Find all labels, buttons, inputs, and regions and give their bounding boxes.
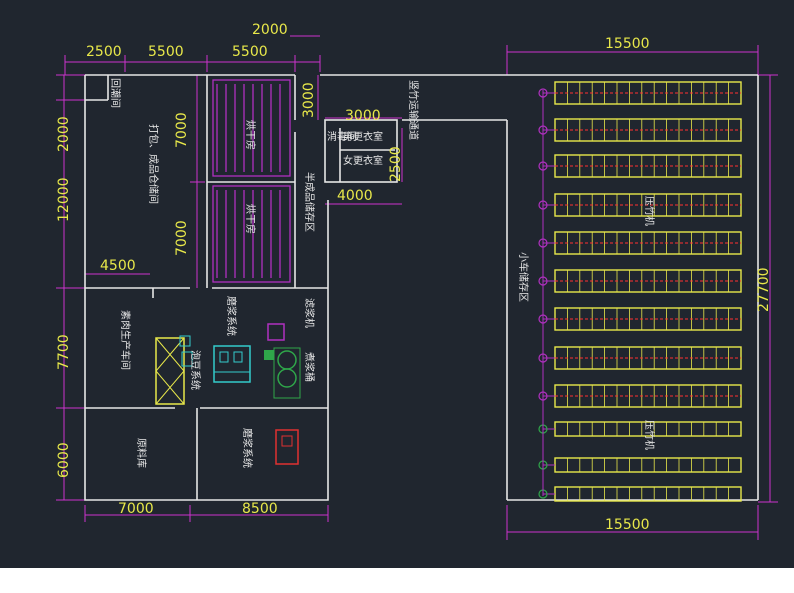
dim-inner-7000-b: 7000 [174, 220, 190, 256]
dim-left-6000: 6000 [56, 442, 72, 478]
rack-row [538, 154, 742, 178]
label-drying-2: 烘干房 [244, 204, 257, 234]
dim-inner-4500: 4500 [100, 258, 136, 274]
label-raw-store: 原料库 [135, 438, 148, 468]
rack-array [538, 81, 742, 502]
dim-right-27700: 27700 [756, 267, 772, 312]
rack-row [538, 486, 742, 502]
rack-row [538, 231, 742, 255]
label-filter: 滤浆机 [303, 298, 316, 328]
label-cart-storage: 小车储存区 [517, 252, 530, 302]
label-boil: 煮浆桶 [303, 352, 316, 382]
room-labels: 回潮间 打包、成品仓储间 烘干房 烘干房 半成品储存区 竖竹运输通道 消毒间 男… [109, 78, 656, 468]
drying-racks [212, 79, 291, 283]
dim-bottom-7000: 7000 [118, 501, 154, 517]
label-restroom: 回潮间 [109, 78, 122, 108]
walls [84, 74, 759, 501]
label-sauce-line: 素肉生产车间 [119, 310, 132, 370]
label-forming-machine: 压竹机 [643, 196, 656, 226]
dim-top-5500-b: 5500 [232, 44, 268, 60]
dim-bottom-8500: 8500 [242, 501, 278, 517]
rack-row [538, 269, 742, 293]
rack-row [538, 307, 742, 331]
floor-plan-drawing: 2000 2500 5500 5500 2000 12000 7700 6000… [56, 22, 778, 540]
dim-right-top-15500: 15500 [605, 36, 650, 52]
label-disinfect: 消毒间 [327, 130, 357, 143]
label-packing: 打包、成品仓储间 [147, 124, 160, 204]
label-semi-storage: 半成品储存区 [303, 172, 316, 232]
dim-left-2000: 2000 [56, 116, 72, 152]
dim-left-12000: 12000 [56, 177, 72, 222]
rack-frame [554, 457, 742, 473]
label-grind-system: 磨浆系统 [225, 296, 238, 336]
label-transport-channel: 竖竹运输通道 [407, 80, 420, 140]
label-female-change: 女更衣室 [343, 154, 383, 167]
dim-corridor-4000: 4000 [337, 188, 373, 204]
rack-row [538, 193, 742, 217]
dim-corridor-3000-h: 3000 [345, 108, 381, 124]
dim-corridor-3000-v: 3000 [301, 82, 317, 118]
dim-top-2000: 2000 [252, 22, 288, 38]
label-lower-machine: 压竹机 [643, 420, 656, 450]
dim-right-bottom-15500: 15500 [605, 517, 650, 533]
rack-row [538, 384, 742, 408]
dim-top-2500: 2500 [86, 44, 122, 60]
label-soak-system: 泡豆系统 [189, 350, 202, 390]
rack-row [538, 81, 742, 105]
rack-row [538, 457, 742, 473]
rack-frame [554, 486, 742, 502]
label-male-change: 男更衣室 [343, 130, 383, 143]
dim-inner-7000-a: 7000 [174, 112, 190, 148]
rack-row [538, 118, 742, 142]
rack-row [538, 421, 742, 437]
label-drying-1: 烘干房 [244, 120, 257, 150]
rack-row [538, 346, 742, 370]
dimension-lines [56, 35, 778, 540]
dimension-labels: 2000 2500 5500 5500 2000 12000 7700 6000… [56, 22, 772, 533]
cad-canvas[interactable]: 2000 2500 5500 5500 2000 12000 7700 6000… [0, 0, 794, 568]
label-grind-system-2: 磨浆系统 [241, 428, 254, 468]
dim-corridor-2500: 2500 [388, 146, 404, 182]
equipment [155, 323, 301, 465]
dim-top-5500-a: 5500 [148, 44, 184, 60]
dim-left-7700: 7700 [56, 334, 72, 370]
